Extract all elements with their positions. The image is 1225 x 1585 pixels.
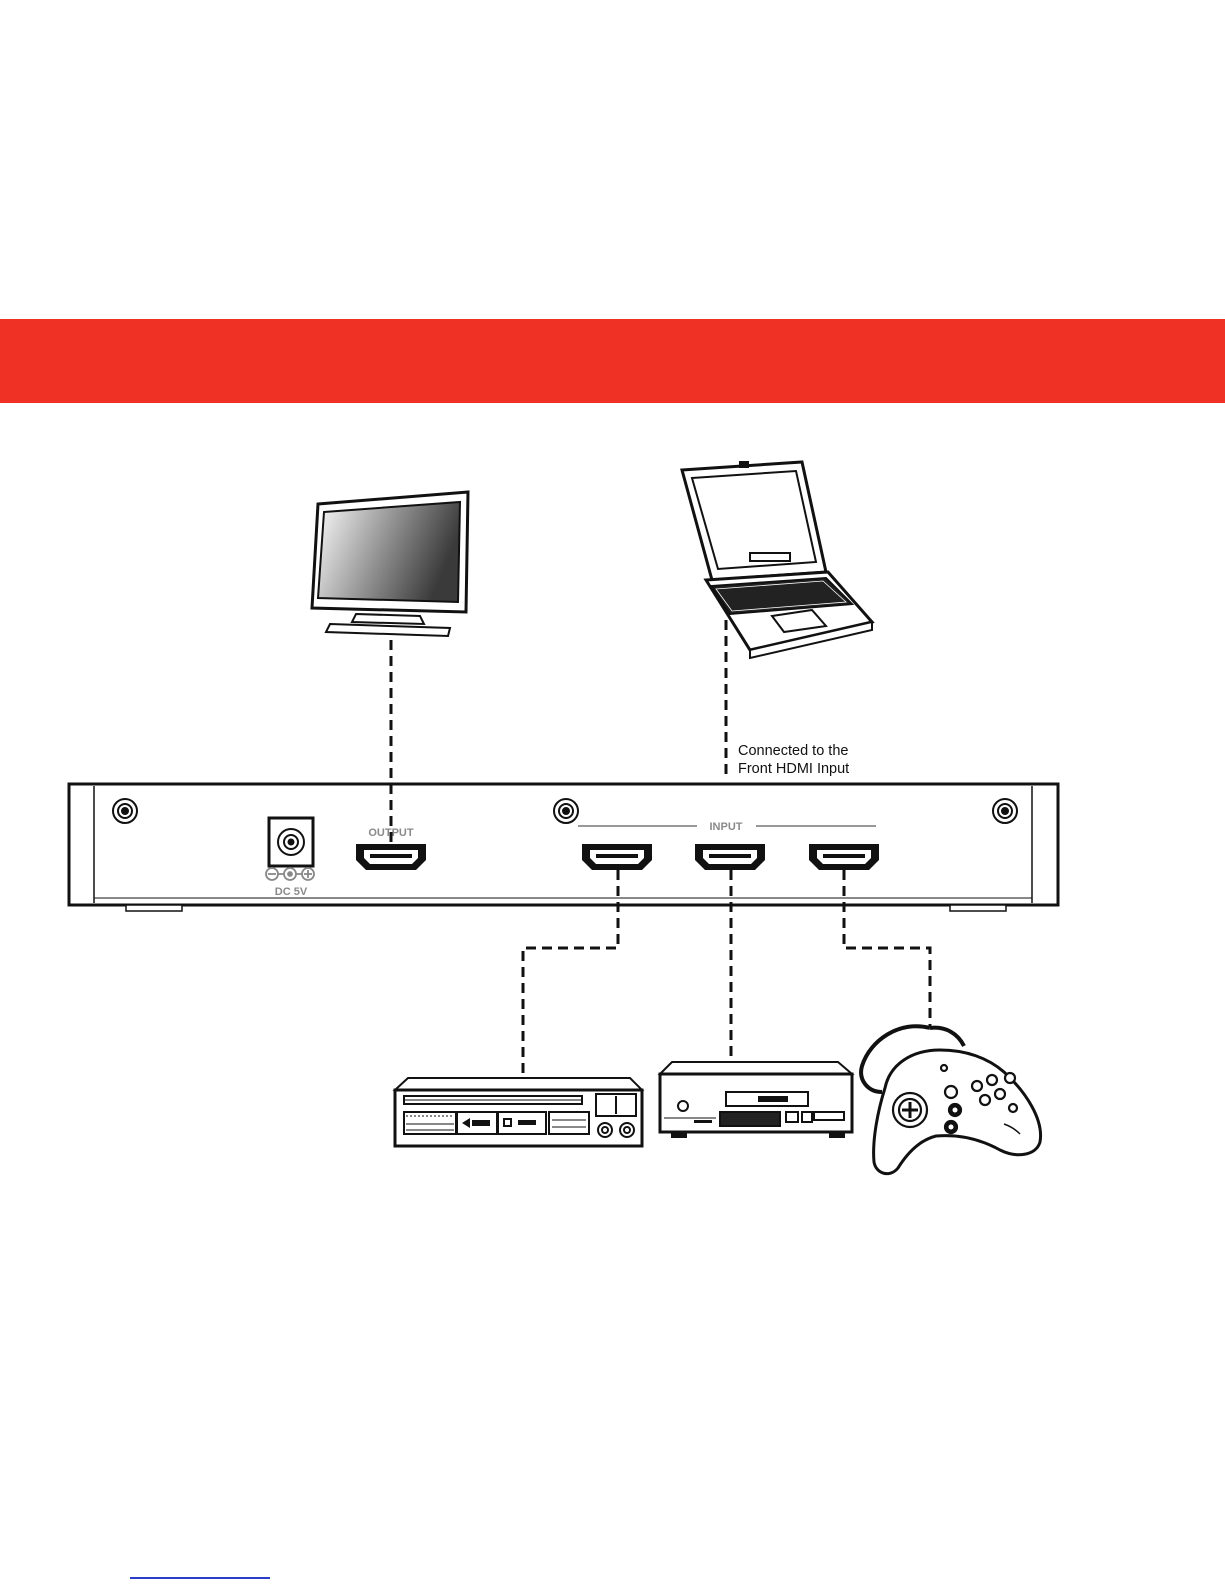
input-label: INPUT (710, 821, 743, 833)
footer-link-underline[interactable] (130, 1577, 270, 1579)
front-input-note: Connected to the Front HDMI Input (738, 742, 849, 778)
hdmi-switch-panel: DC 5V OUTPUT INPUT (69, 784, 1058, 911)
av-receiver-icon (660, 1062, 852, 1137)
dvd-player-icon (395, 1078, 642, 1146)
screw-middle (554, 799, 578, 823)
screw-left (113, 799, 137, 823)
hdmi-input-port-1 (582, 844, 652, 870)
power-label: DC 5V (275, 886, 308, 898)
hdmi-output-port (356, 844, 426, 870)
hdmi-input-port-2 (695, 844, 765, 870)
note-line-1: Connected to the (738, 742, 849, 760)
tv-icon (312, 492, 468, 636)
screw-right (993, 799, 1017, 823)
note-line-2: Front HDMI Input (738, 760, 849, 778)
dc-power-jack (269, 818, 313, 866)
game-controller-icon (861, 1026, 1040, 1173)
polarity-icon (266, 868, 314, 880)
hdmi-input-port-3 (809, 844, 879, 870)
laptop-icon (682, 462, 872, 658)
